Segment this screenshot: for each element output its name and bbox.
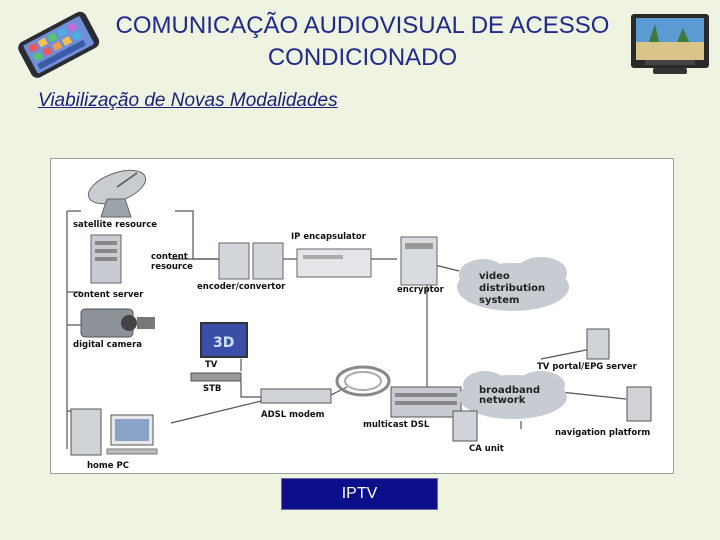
- title-line-1: COMUNICAÇÃO AUDIOVISUAL DE ACESSO: [115, 12, 610, 39]
- television-icon: 3D: [200, 322, 248, 358]
- content-server-label: content server: [73, 290, 144, 300]
- vds-label-3: system: [479, 295, 519, 306]
- adsl-modem-label: ADSL modem: [261, 410, 325, 420]
- tv-portal-server-icon: [586, 328, 610, 360]
- multicast-dsl-label: multicast DSL: [363, 420, 430, 430]
- ip-encapsulator-icon: [296, 248, 372, 278]
- vds-label-2: distribution: [479, 283, 545, 294]
- home-pc-label: home PC: [87, 461, 129, 471]
- home-pc-icon: [70, 408, 158, 456]
- adsl-modem-icon: [260, 388, 332, 404]
- encoder-icon: [218, 242, 284, 280]
- encryptor-label: encryptor: [397, 285, 445, 295]
- digital-camera-icon: [80, 308, 155, 338]
- svg-text:3D: 3D: [213, 335, 234, 351]
- encryptor-icon: [400, 236, 438, 286]
- content-resource-label-2: resource: [151, 262, 193, 272]
- multicast-dsl-icon: [390, 386, 462, 418]
- digital-camera-label: digital camera: [73, 340, 142, 350]
- vds-label-1: video: [479, 271, 510, 282]
- title-line-2: CONDICIONADO: [267, 44, 458, 71]
- navigation-platform-icon: [626, 386, 652, 422]
- diagram-canvas: satellite resource content resource cont…: [66, 169, 652, 471]
- satellite-resource-label: satellite resource: [73, 220, 157, 230]
- broadband-label-1: broadband: [479, 385, 540, 396]
- tv-label: TV: [205, 360, 218, 370]
- satellite-dish-icon: [87, 169, 147, 218]
- cable-coil-icon: [335, 365, 391, 397]
- stb-label: STB: [203, 384, 221, 394]
- ca-unit-label: CA unit: [469, 444, 504, 454]
- page-title: COMUNICAÇÃO AUDIOVISUAL DE ACESSO CONDIC…: [110, 10, 615, 74]
- ip-encapsulator-label: IP encapsulator: [291, 232, 367, 242]
- content-server-icon: [90, 234, 122, 284]
- connection-lines: [66, 210, 627, 449]
- broadband-label-2: network: [479, 395, 526, 406]
- navigation-platform-label: navigation platform: [555, 428, 650, 438]
- tv-portal-label: TV portal/EPG server: [537, 362, 638, 372]
- page-subtitle: Viabilização de Novas Modalidades: [38, 90, 338, 111]
- content-resource-label-1: content: [151, 252, 188, 262]
- broadband-network-cloud-icon: [459, 371, 567, 419]
- diagram-caption: IPTV: [281, 478, 438, 510]
- tv-icon: [631, 14, 709, 74]
- video-distribution-cloud-icon: [457, 257, 569, 311]
- ca-unit-icon: [452, 410, 478, 442]
- smartphone-icon: [18, 11, 100, 78]
- encoder-label: encoder/convertor: [197, 282, 286, 292]
- set-top-box-icon: [190, 372, 242, 382]
- iptv-architecture-diagram: satellite resource content resource cont…: [50, 158, 674, 474]
